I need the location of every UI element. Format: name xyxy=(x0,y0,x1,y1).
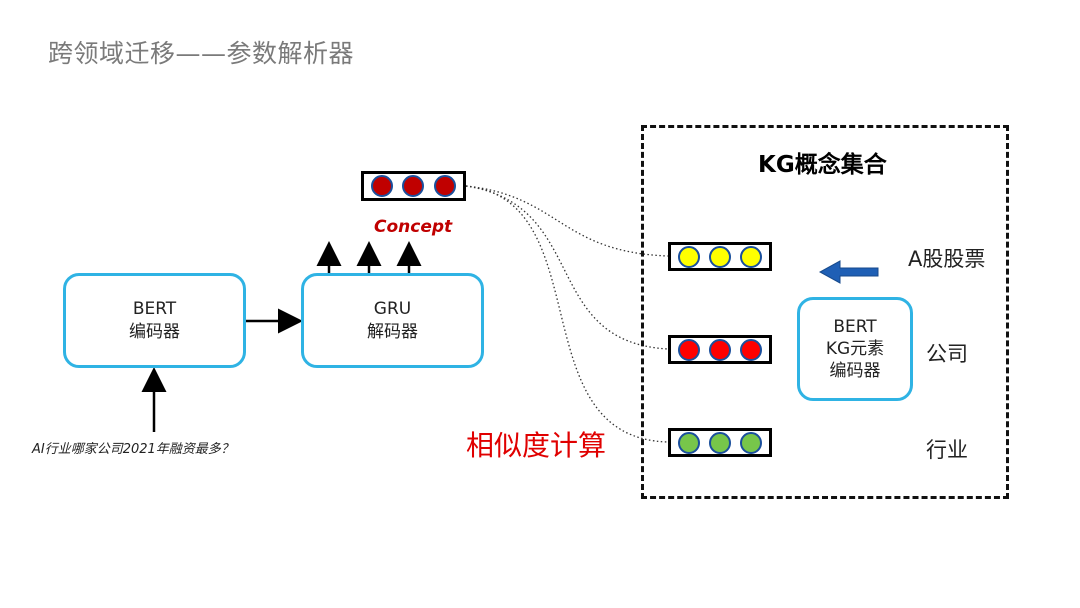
similarity-curve-3 xyxy=(465,185,669,443)
similarity-label: 相似度计算 xyxy=(466,429,607,462)
kg-vector-dot xyxy=(677,431,700,454)
kg-encoder-line1: BERT xyxy=(833,317,877,337)
gru-decoder-line1: GRU xyxy=(373,298,412,319)
kg-vector-dot xyxy=(677,338,700,361)
similarity-curve-2 xyxy=(465,185,669,350)
kg-vector-dot xyxy=(740,245,763,268)
kg-vector-dot xyxy=(740,431,763,454)
kg-vector-dot xyxy=(708,245,731,268)
page-title: 跨领域迁移——参数解析器 xyxy=(48,39,355,68)
concept-vector xyxy=(361,171,466,201)
kg-vector-dot xyxy=(708,338,731,361)
concept-vector-dot xyxy=(370,175,393,197)
blue-arrow-icon xyxy=(818,260,879,284)
bert-encoder-line1: BERT xyxy=(132,298,177,319)
kg-label-company: 公司 xyxy=(926,342,968,366)
kg-label-industry: 行业 xyxy=(926,438,968,462)
kg-vector-dot xyxy=(677,245,700,268)
similarity-curve-1 xyxy=(465,185,669,257)
kg-encoder-line3: 编码器 xyxy=(829,361,881,381)
kg-element-encoder-box: BERT KG元素 编码器 xyxy=(797,297,913,401)
gru-decoder-box: GRU 解码器 xyxy=(301,273,484,368)
kg-title: KG概念集合 xyxy=(758,152,887,178)
concept-vector-dot xyxy=(402,175,425,197)
gru-decoder-line2: 解码器 xyxy=(367,321,418,342)
kg-encoder-line2: KG元素 xyxy=(825,339,885,359)
question-text: AI行业哪家公司2021年融资最多？ xyxy=(32,442,234,457)
kg-vector-dot xyxy=(740,338,763,361)
kg-vector-1 xyxy=(668,335,772,364)
concept-vector-dot xyxy=(434,175,457,197)
kg-vector-0 xyxy=(668,242,772,271)
kg-concept-set-container xyxy=(641,125,1009,499)
kg-vector-2 xyxy=(668,428,772,457)
concept-label: Concept xyxy=(374,217,453,237)
kg-label-stock: A股股票 xyxy=(908,247,986,271)
bert-encoder-box: BERT 编码器 xyxy=(63,273,246,368)
bert-encoder-line2: 编码器 xyxy=(129,321,180,342)
kg-vector-dot xyxy=(708,431,731,454)
